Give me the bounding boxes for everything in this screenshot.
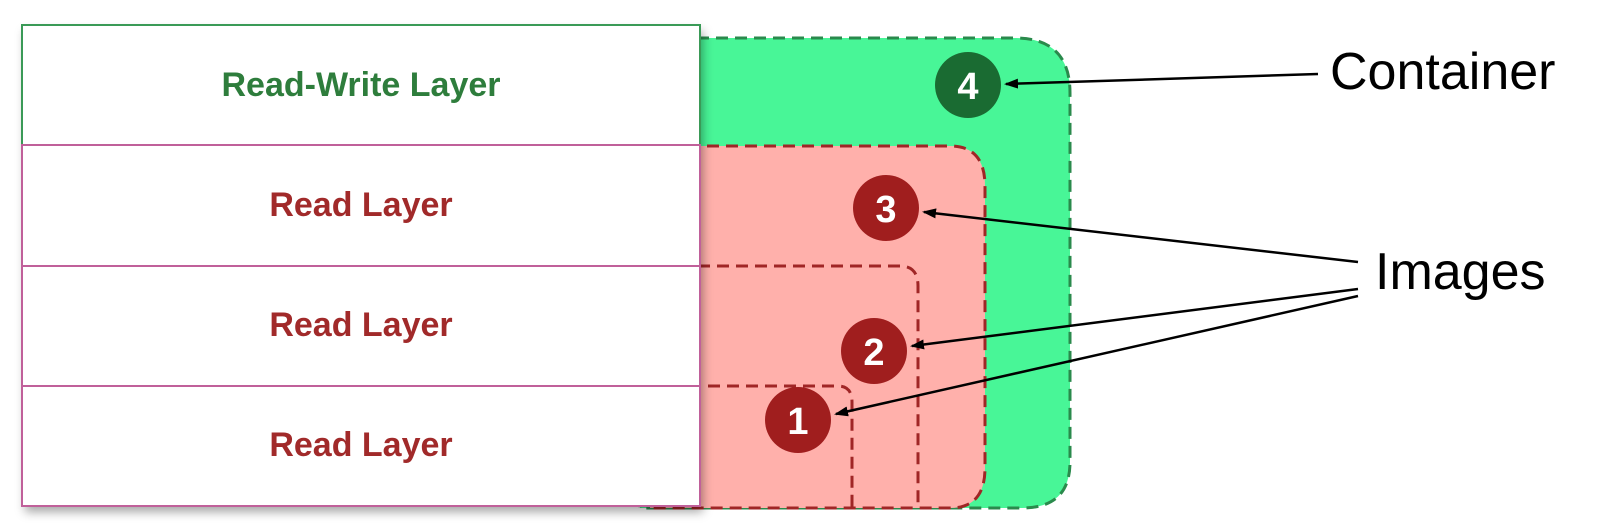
container-badge: 4 [935, 52, 1001, 118]
read-layer-label: Read Layer [269, 306, 452, 344]
image-2-arrow [910, 287, 1359, 350]
container-arrow [1004, 72, 1319, 89]
image-1-badge-number: 1 [787, 401, 808, 443]
callout-arrows [834, 72, 1359, 417]
image-1-badge: 1 [765, 387, 831, 453]
images-callout-label: Images [1375, 243, 1546, 301]
image-3-badge-number: 3 [875, 189, 896, 231]
image-1-region [670, 384, 854, 508]
layer-read-2: Read Layer [21, 265, 701, 387]
layer-read-write: Read-Write Layer [21, 24, 701, 146]
layer-read-1: Read Layer [21, 385, 701, 507]
read-layer-label: Read Layer [269, 426, 452, 464]
image-2-badge-number: 2 [863, 332, 884, 374]
read-layer-label: Read Layer [269, 186, 452, 224]
image-3-badge: 3 [853, 175, 919, 241]
image-3-arrow [922, 208, 1359, 264]
container-badge-number: 4 [957, 66, 978, 108]
container-callout-label: Container [1330, 43, 1555, 101]
layer-read-3: Read Layer [21, 144, 701, 267]
read-write-layer-label: Read-Write Layer [221, 66, 500, 104]
image-2-region [660, 264, 920, 508]
image-1-arrow [834, 294, 1359, 417]
image-2-badge: 2 [841, 318, 907, 384]
